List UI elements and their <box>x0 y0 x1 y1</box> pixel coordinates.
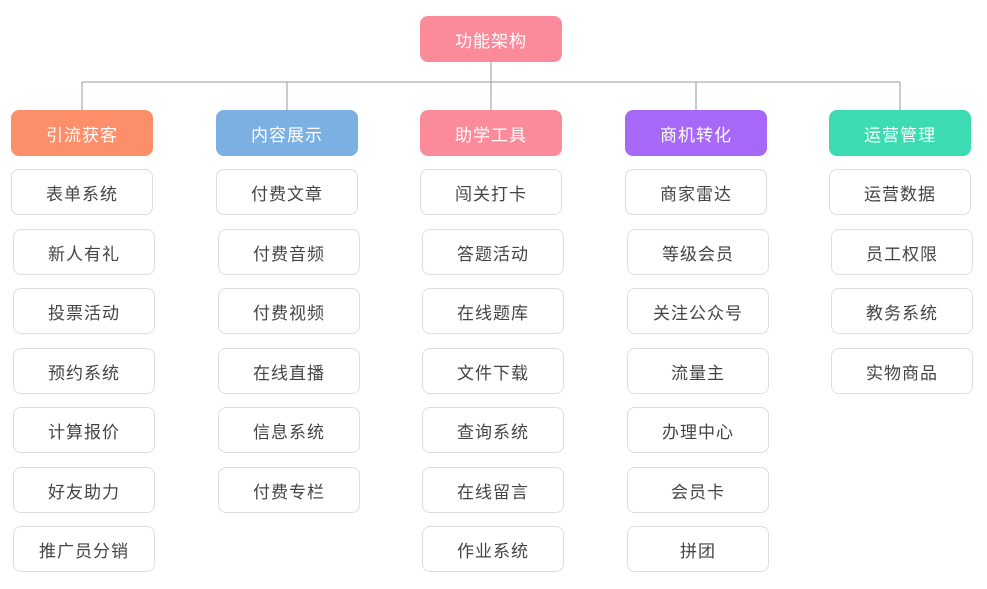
feature-item: 新人有礼 <box>13 229 155 275</box>
feature-item: 拼团 <box>627 526 769 572</box>
feature-item: 文件下载 <box>422 348 564 394</box>
feature-item: 好友助力 <box>13 467 155 513</box>
category-header-3: 助学工具 <box>420 110 562 156</box>
feature-item: 在线直播 <box>218 348 360 394</box>
feature-item: 付费文章 <box>216 169 358 215</box>
feature-item: 办理中心 <box>627 407 769 453</box>
feature-item: 表单系统 <box>11 169 153 215</box>
feature-item: 投票活动 <box>13 288 155 334</box>
feature-item: 商家雷达 <box>625 169 767 215</box>
feature-item: 付费专栏 <box>218 467 360 513</box>
feature-item: 查询系统 <box>422 407 564 453</box>
category-header-4: 商机转化 <box>625 110 767 156</box>
category-header-1: 引流获客 <box>11 110 153 156</box>
feature-item: 作业系统 <box>422 526 564 572</box>
feature-item: 信息系统 <box>218 407 360 453</box>
feature-item: 闯关打卡 <box>420 169 562 215</box>
category-header-2: 内容展示 <box>216 110 358 156</box>
feature-item: 答题活动 <box>422 229 564 275</box>
category-header-5: 运营管理 <box>829 110 971 156</box>
feature-item: 付费音频 <box>218 229 360 275</box>
feature-item: 在线留言 <box>422 467 564 513</box>
feature-item: 付费视频 <box>218 288 360 334</box>
feature-item: 计算报价 <box>13 407 155 453</box>
feature-item: 预约系统 <box>13 348 155 394</box>
feature-item: 等级会员 <box>627 229 769 275</box>
feature-item: 教务系统 <box>831 288 973 334</box>
feature-item: 关注公众号 <box>627 288 769 334</box>
feature-item: 实物商品 <box>831 348 973 394</box>
feature-item: 员工权限 <box>831 229 973 275</box>
feature-item: 运营数据 <box>829 169 971 215</box>
feature-item: 推广员分销 <box>13 526 155 572</box>
root-node: 功能架构 <box>420 16 562 62</box>
feature-item: 流量主 <box>627 348 769 394</box>
feature-item: 会员卡 <box>627 467 769 513</box>
feature-item: 在线题库 <box>422 288 564 334</box>
